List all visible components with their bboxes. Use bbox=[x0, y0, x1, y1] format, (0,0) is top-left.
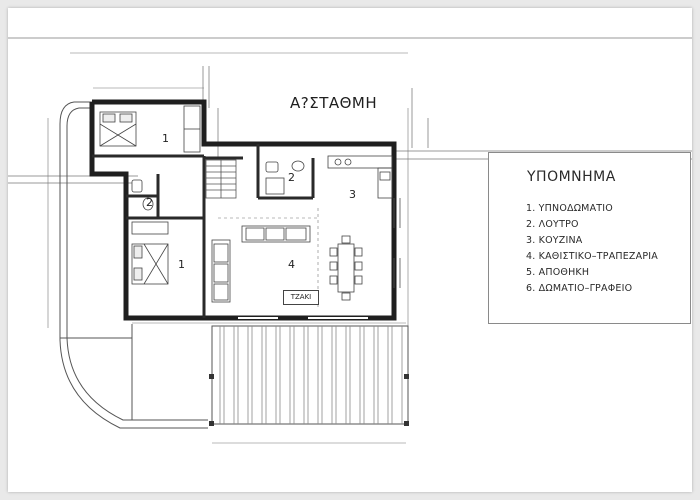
table-top bbox=[337, 243, 355, 293]
wall-west bbox=[89, 102, 212, 321]
windows bbox=[238, 198, 401, 319]
bath-left-fixtures bbox=[131, 179, 154, 211]
dashed-lines bbox=[218, 208, 319, 308]
kitchen-counter bbox=[327, 155, 393, 199]
pergola-slats bbox=[219, 326, 403, 424]
legend-item: 4. ΚΑΘΙΣΤΙΚΟ–ΤΡΑΠΕΖΑΡΙΑ bbox=[526, 251, 658, 262]
room-label-bath-right: 2 bbox=[288, 171, 295, 184]
staircase bbox=[205, 159, 237, 199]
pergola bbox=[209, 325, 409, 426]
pergola-posts bbox=[209, 374, 409, 426]
pergola-frame bbox=[211, 325, 409, 425]
bed-top bbox=[99, 111, 137, 147]
floor-plan bbox=[8, 37, 692, 444]
drawing-sheet: Α?ΣΤΑΘΜΗ 1 2 1 2 3 4 ΤΖΑΚΙ ΥΠΟΜΝΗΜΑ 1. Υ… bbox=[8, 8, 692, 492]
legend-item: 1. ΥΠΝΟΔΩΜΑΤΙΟ bbox=[526, 203, 613, 214]
room-label-bath-left: 2 bbox=[146, 196, 153, 209]
legend-list: 1. ΥΠΝΟΔΩΜΑΤΙΟ 2. ΛΟΥΤΡΟ 3. ΚΟΥΖΙΝΑ 4. Κ… bbox=[526, 201, 658, 297]
room-label-kitchen: 3 bbox=[349, 188, 356, 201]
legend-box: ΥΠΟΜΝΗΜΑ 1. ΥΠΝΟΔΩΜΑΤΙΟ 2. ΛΟΥΤΡΟ 3. ΚΟΥ… bbox=[488, 152, 691, 324]
bath-right-fixtures bbox=[265, 160, 305, 195]
legend-item: 6. ΔΩΜΑΤΙΟ–ΓΡΑΦΕΙΟ bbox=[526, 283, 633, 294]
room-label-living: 4 bbox=[288, 258, 295, 271]
legend-item: 3. ΚΟΥΖΙΝΑ bbox=[526, 235, 583, 246]
bed-bottom bbox=[131, 243, 169, 285]
wardrobe-top bbox=[183, 105, 201, 153]
room-label-bedroom-top: 1 bbox=[162, 132, 169, 145]
legend-item: 5. ΑΠΟΘΗΚΗ bbox=[526, 267, 590, 278]
balcony-outer-curve bbox=[59, 101, 208, 429]
balcony-left bbox=[59, 101, 208, 429]
legend-title: ΥΠΟΜΝΗΜΑ bbox=[527, 169, 616, 185]
fireplace-label: ΤΖΑΚΙ bbox=[283, 290, 319, 305]
wardrobe-bottom bbox=[131, 221, 169, 235]
legend-item: 2. ΛΟΥΤΡΟ bbox=[526, 219, 579, 230]
sofa-group bbox=[211, 225, 311, 303]
room-label-bedroom-bottom: 1 bbox=[178, 258, 185, 271]
interior-walls bbox=[92, 144, 315, 318]
floor-title: Α?ΣΤΑΘΜΗ bbox=[290, 94, 378, 112]
dining-table bbox=[329, 235, 363, 301]
